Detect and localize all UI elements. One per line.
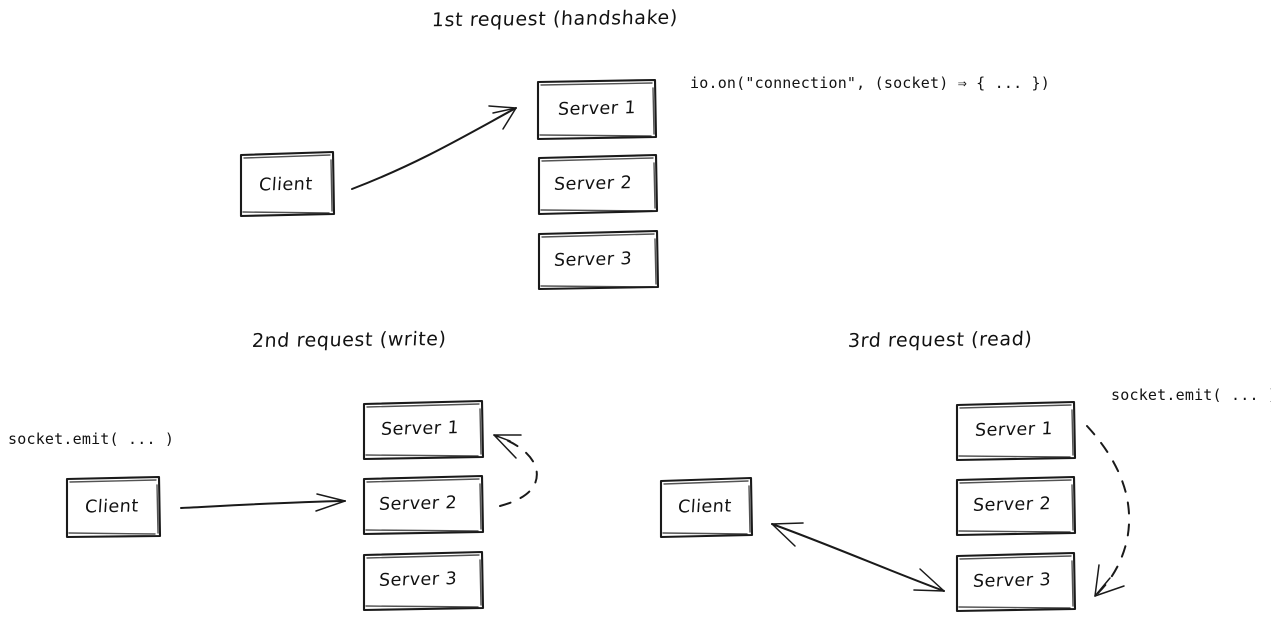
node-server2-write-label: Server 2	[378, 493, 458, 515]
node-client-handshake-label: Client	[258, 174, 314, 196]
node-client-write-label: Client	[84, 496, 140, 518]
code-io-on-connection: io.on("connection", (socket) ⇒ { ... })	[690, 74, 1050, 92]
node-server3-read-shape	[955, 551, 1077, 613]
section-2-title: 2nd request (write)	[251, 327, 448, 353]
arrow-client-server3-bidirectional-shape	[771, 522, 945, 592]
code-socket-emit-read: socket.emit( ... )	[1111, 386, 1271, 404]
node-server1-handshake-label: Server 1	[557, 98, 637, 120]
node-server3-write-label: Server 3	[378, 569, 458, 591]
node-server2-handshake-label: Server 2	[553, 173, 633, 195]
node-server3-handshake-label: Server 3	[553, 249, 633, 271]
node-client-read-label: Client	[677, 496, 733, 518]
arrow-server1-to-server3-dashed-shape	[1086, 425, 1131, 597]
node-server3-write-shape	[362, 550, 485, 612]
node-server1-read-shape	[955, 400, 1077, 462]
node-server1-write-shape	[362, 399, 485, 461]
code-socket-emit-write: socket.emit( ... )	[8, 430, 175, 448]
node-client-handshake-shape	[239, 150, 336, 218]
node-server2-read-shape	[955, 475, 1077, 537]
arrow-client-to-server1-handshake-shape	[351, 105, 517, 190]
arrow-server2-to-server1-dashed-shape	[493, 434, 538, 507]
node-server1-write-label: Server 1	[380, 418, 460, 440]
node-server3-read-label: Server 3	[972, 570, 1052, 592]
node-server3-handshake-shape	[537, 229, 660, 291]
section-1-title: 1st request (handshake)	[431, 6, 679, 32]
node-client-write-shape	[65, 475, 162, 539]
node-server1-handshake-shape	[536, 78, 658, 141]
section-3-title: 3rd request (read)	[847, 328, 1034, 352]
node-server2-handshake-shape	[537, 153, 659, 216]
arrow-client-to-server2-write-shape	[180, 493, 346, 512]
node-server2-read-label: Server 2	[972, 494, 1052, 516]
node-server2-write-shape	[362, 474, 485, 536]
node-client-read-shape	[659, 476, 754, 539]
node-server1-read-label: Server 1	[974, 419, 1054, 441]
